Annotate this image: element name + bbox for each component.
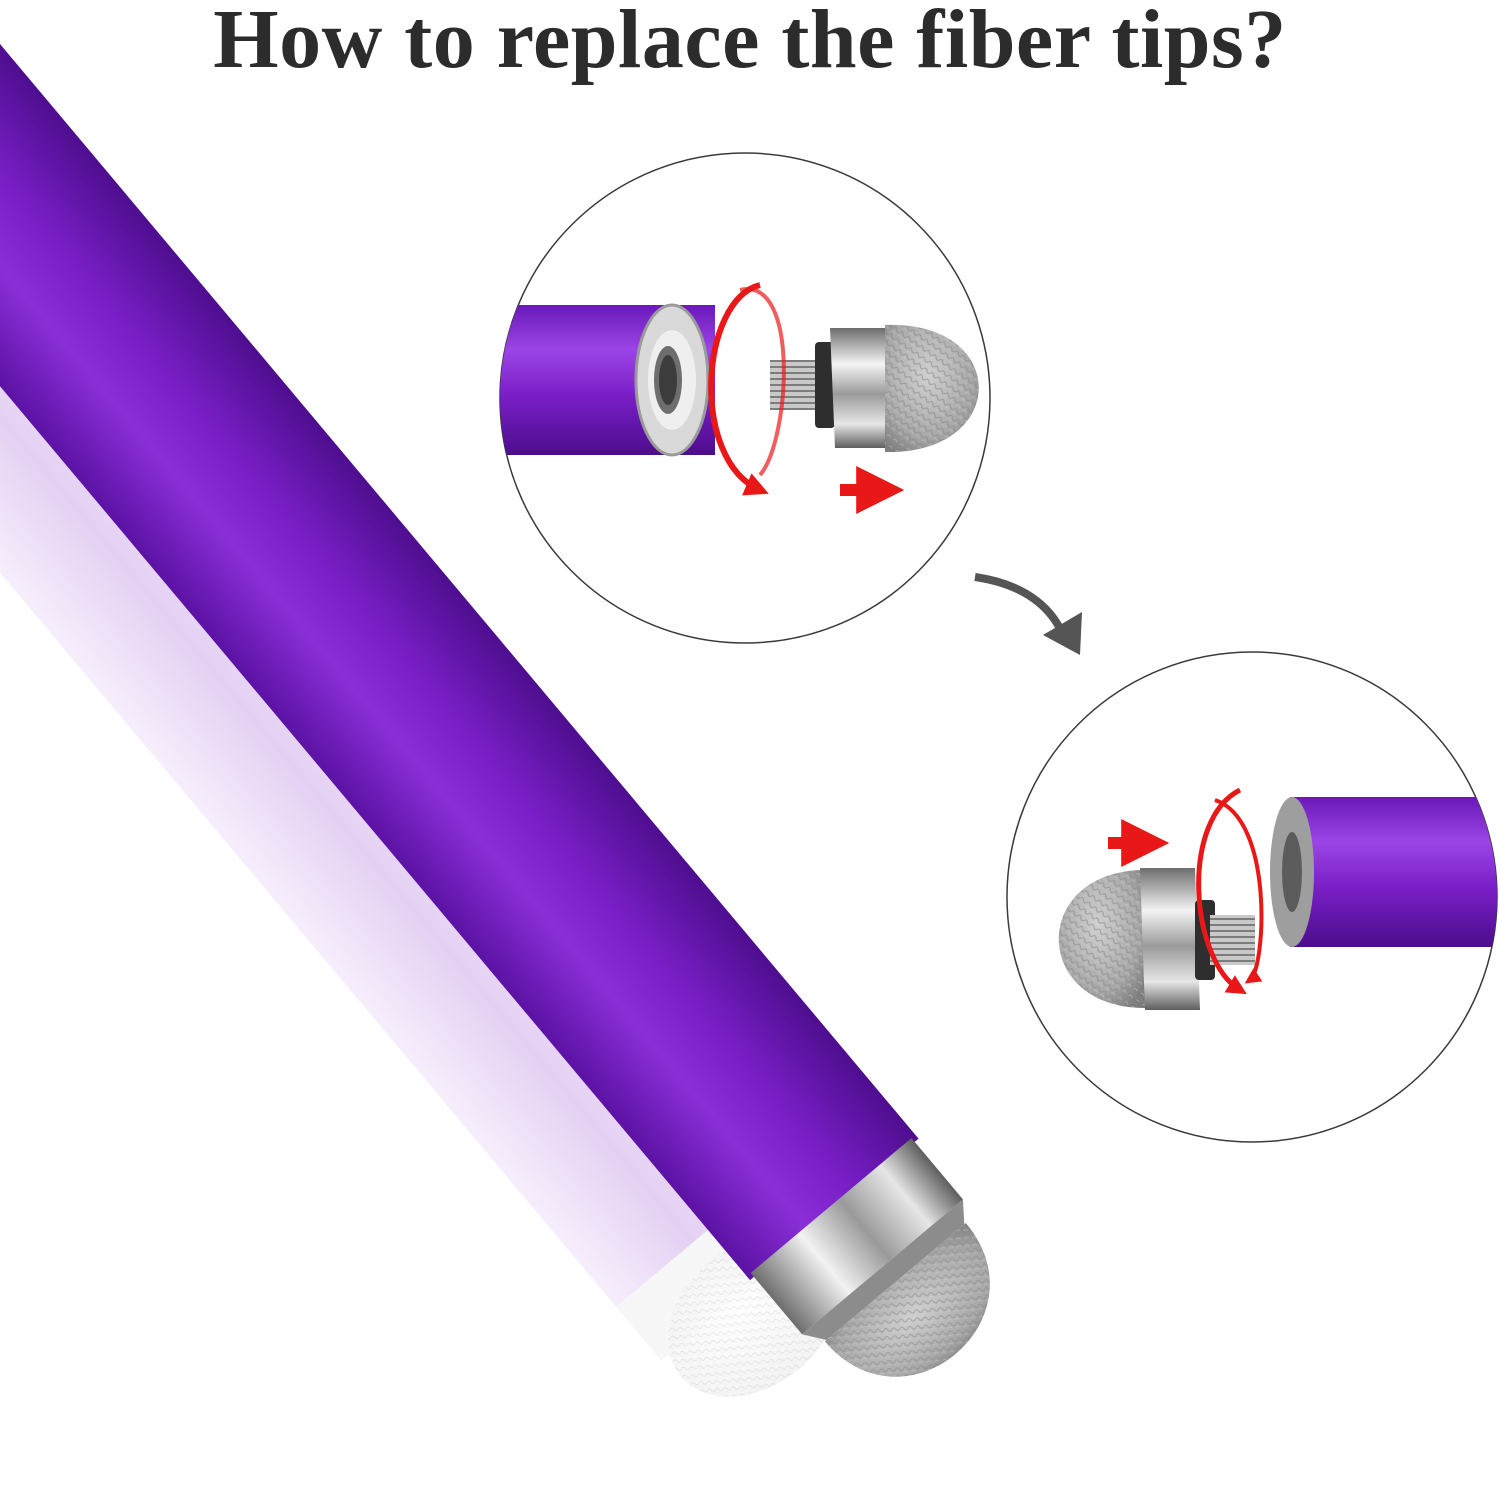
main-stylus [0, 0, 990, 1397]
page-title: How to replace the fiber tips? [213, 0, 1287, 86]
rotate-arrow-icon [708, 282, 769, 496]
pen-body-purple [0, 0, 990, 1377]
step-1-removal-detail [499, 152, 991, 644]
rotate-arrow-icon [1196, 787, 1247, 995]
step-2-install-detail [1006, 651, 1498, 1143]
